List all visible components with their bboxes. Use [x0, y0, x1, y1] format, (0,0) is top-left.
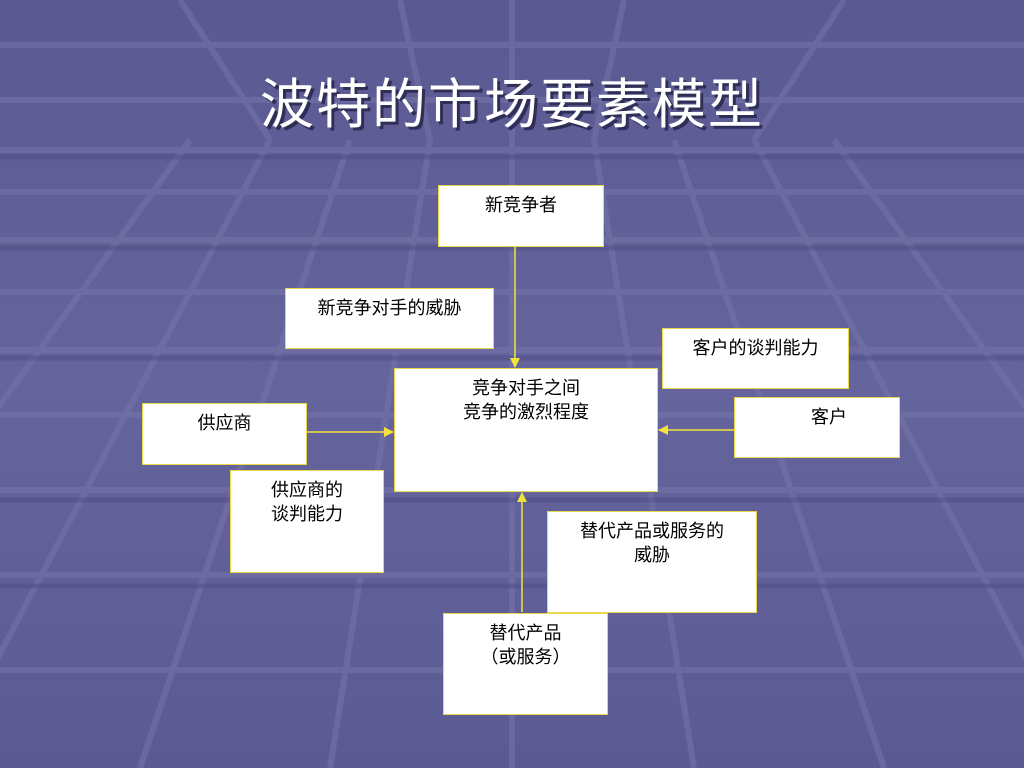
suppliers-label: 供应商 — [197, 413, 252, 434]
buyer-power-box: 客户的谈判能力 — [662, 328, 849, 389]
buyer-power-label: 客户的谈判能力 — [692, 338, 819, 359]
threat-new-entrants-box: 新竞争对手的威胁 — [285, 288, 494, 349]
supplier-power-label-line1: 供应商的 — [271, 480, 343, 501]
substitutes-label-line1: 替代产品 — [489, 623, 562, 644]
buyers-label: 客户 — [811, 407, 847, 428]
slide-title: 波特的市场要素模型 — [260, 73, 764, 136]
substitutes-box: 替代产品 （或服务） — [443, 613, 608, 715]
substitutes-label-line2: （或服务） — [480, 647, 571, 668]
threat-substitutes-label-line2: 威胁 — [634, 545, 670, 566]
rivalry-label-line1: 竞争对手之间 — [472, 378, 580, 399]
new-entrants-label: 新竞争者 — [485, 195, 557, 216]
threat-substitutes-box: 替代产品或服务的 威胁 — [547, 511, 757, 613]
buyers-box: 客户 — [734, 397, 900, 458]
threat-substitutes-label-line1: 替代产品或服务的 — [580, 521, 724, 542]
new-entrants-box: 新竞争者 — [438, 185, 604, 247]
supplier-power-label-line2: 谈判能力 — [271, 504, 343, 525]
suppliers-box: 供应商 — [142, 403, 307, 465]
supplier-power-box: 供应商的 谈判能力 — [230, 470, 384, 573]
rivalry-box: 竞争对手之间 竞争的激烈程度 — [394, 368, 658, 492]
rivalry-label-line2: 竞争的激烈程度 — [463, 402, 589, 423]
threat-new-entrants-label: 新竞争对手的威胁 — [317, 298, 462, 319]
